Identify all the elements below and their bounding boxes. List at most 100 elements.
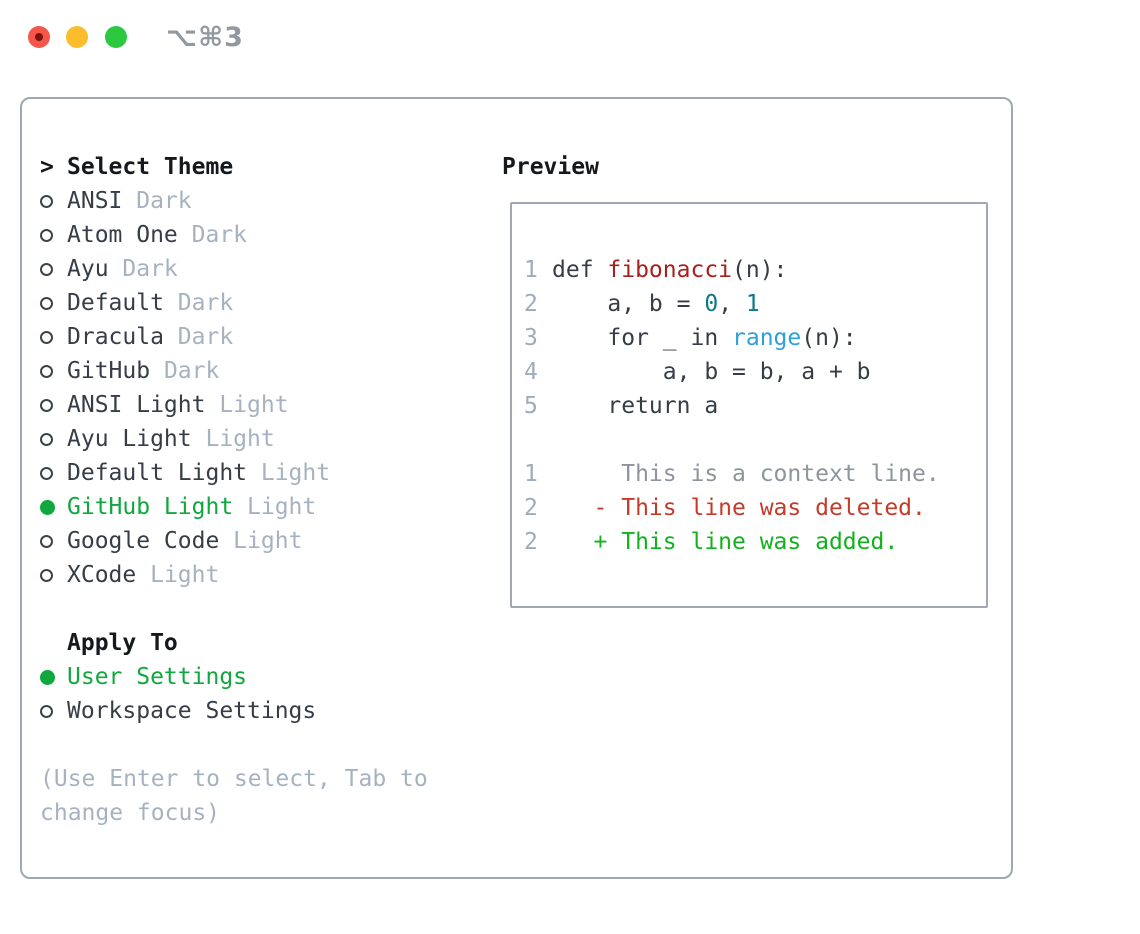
code-token-number: 0 (704, 291, 719, 317)
apply-option-user-settings[interactable]: User Settings (40, 660, 480, 694)
theme-variant: Light (247, 460, 331, 486)
radio-icon (40, 262, 53, 276)
radio-icon (40, 228, 53, 242)
theme-name: ANSI (67, 188, 123, 214)
theme-option-xcode[interactable]: XCode Light (40, 558, 480, 592)
code-token-deleted: - This line was deleted. (552, 495, 926, 521)
theme-option-google-code[interactable]: Google Code Light (40, 524, 480, 558)
theme-variant: Dark (163, 324, 234, 350)
code-text: def fibonacci(n): (552, 253, 787, 287)
radio-icon (40, 364, 53, 378)
theme-option-ansi-light[interactable]: ANSI Light Light (40, 388, 480, 422)
theme-variant: Light (205, 392, 289, 418)
code-line: 1 This is a context line. (524, 457, 986, 491)
radio-icon (40, 534, 53, 548)
code-text: This is a context line. (552, 457, 940, 491)
line-number: 1 (524, 461, 538, 487)
radio-selected-icon (40, 669, 55, 685)
theme-name: GitHub Light (67, 494, 234, 520)
code-token-default: def (552, 257, 608, 283)
code-token-number: 1 (745, 291, 760, 317)
code-token-default: , (718, 291, 746, 317)
theme-variant: Light (233, 494, 317, 520)
code-token-default: for _ in (552, 325, 733, 351)
theme-option-github-light[interactable]: GitHub Light Light (40, 490, 480, 524)
theme-name: GitHub (67, 358, 151, 384)
line-number: 2 (524, 291, 538, 317)
code-text: - This line was deleted. (552, 491, 926, 525)
theme-option-github[interactable]: GitHub Dark (40, 354, 480, 388)
zoom-button[interactable] (105, 26, 127, 48)
theme-variant: Dark (108, 256, 178, 282)
window-title: ⌥⌘3 (166, 22, 244, 53)
theme-name: Default (67, 290, 164, 316)
spacer (40, 728, 480, 762)
theme-name: Ayu (67, 256, 109, 282)
apply-option-label: User Settings (67, 664, 248, 690)
theme-name: Dracula (67, 324, 164, 350)
cursor-icon: > (40, 154, 54, 180)
code-line: 4 a, b = b, a + b (524, 355, 986, 389)
code-text: return a (552, 389, 718, 423)
theme-name: Google Code (67, 528, 220, 554)
code-text: a, b = 0, 1 (552, 287, 760, 321)
line-number: 1 (524, 257, 538, 283)
line-number: 2 (524, 495, 538, 521)
theme-variant: Dark (122, 188, 192, 214)
code-token-default: (n): (732, 257, 788, 283)
theme-variant: Light (136, 562, 220, 588)
code-text: + This line was added. (552, 525, 899, 559)
line-number: 5 (524, 393, 538, 419)
theme-name: Ayu Light (67, 426, 192, 452)
theme-option-atom-one[interactable]: Atom One Dark (40, 218, 480, 252)
apply-option-workspace-settings[interactable]: Workspace Settings (40, 694, 480, 728)
theme-option-default-light[interactable]: Default Light Light (40, 456, 480, 490)
code-token-builtin: range (732, 325, 802, 351)
line-number: 2 (524, 529, 538, 555)
radio-icon (40, 466, 53, 480)
theme-list-header-row: > Select Theme (40, 150, 480, 184)
theme-variant: Light (219, 528, 303, 554)
theme-list-title: Select Theme (67, 154, 234, 180)
theme-name: ANSI Light (67, 392, 206, 418)
theme-option-ayu[interactable]: Ayu Dark (40, 252, 480, 286)
close-button[interactable] (28, 26, 50, 48)
theme-name: Atom One (67, 222, 178, 248)
theme-option-dracula[interactable]: Dracula Dark (40, 320, 480, 354)
theme-variant: Dark (163, 290, 234, 316)
apply-to-title: Apply To (67, 630, 178, 656)
spacer (40, 592, 480, 626)
minimize-button[interactable] (66, 26, 88, 48)
radio-icon (40, 432, 53, 446)
code-line: 3 for _ in range(n): (524, 321, 986, 355)
theme-variant: Dark (150, 358, 220, 384)
preview-title: Preview (502, 154, 599, 180)
code-line: 2 + This line was added. (524, 525, 986, 559)
code-token-function: fibonacci (607, 257, 733, 283)
theme-option-ayu-light[interactable]: Ayu Light Light (40, 422, 480, 456)
apply-option-label: Workspace Settings (67, 698, 317, 724)
theme-option-default[interactable]: Default Dark (40, 286, 480, 320)
code-token-default: a, b = (552, 291, 705, 317)
code-line: 2 a, b = 0, 1 (524, 287, 986, 321)
theme-variant: Dark (177, 222, 248, 248)
line-number: 3 (524, 325, 538, 351)
keyboard-hint: (Use Enter to select, Tab to change focu… (40, 766, 428, 826)
theme-name: Default Light (67, 460, 248, 486)
code-token-default: (n): (801, 325, 857, 351)
radio-icon (40, 704, 53, 718)
radio-selected-icon (40, 499, 55, 515)
code-text: a, b = b, a + b (552, 355, 871, 389)
theme-variant: Light (191, 426, 275, 452)
code-line: 5 return a (524, 389, 986, 423)
theme-option-ansi[interactable]: ANSI Dark (40, 184, 480, 218)
apply-to-header-row: Apply To (40, 626, 480, 660)
radio-icon (40, 330, 53, 344)
